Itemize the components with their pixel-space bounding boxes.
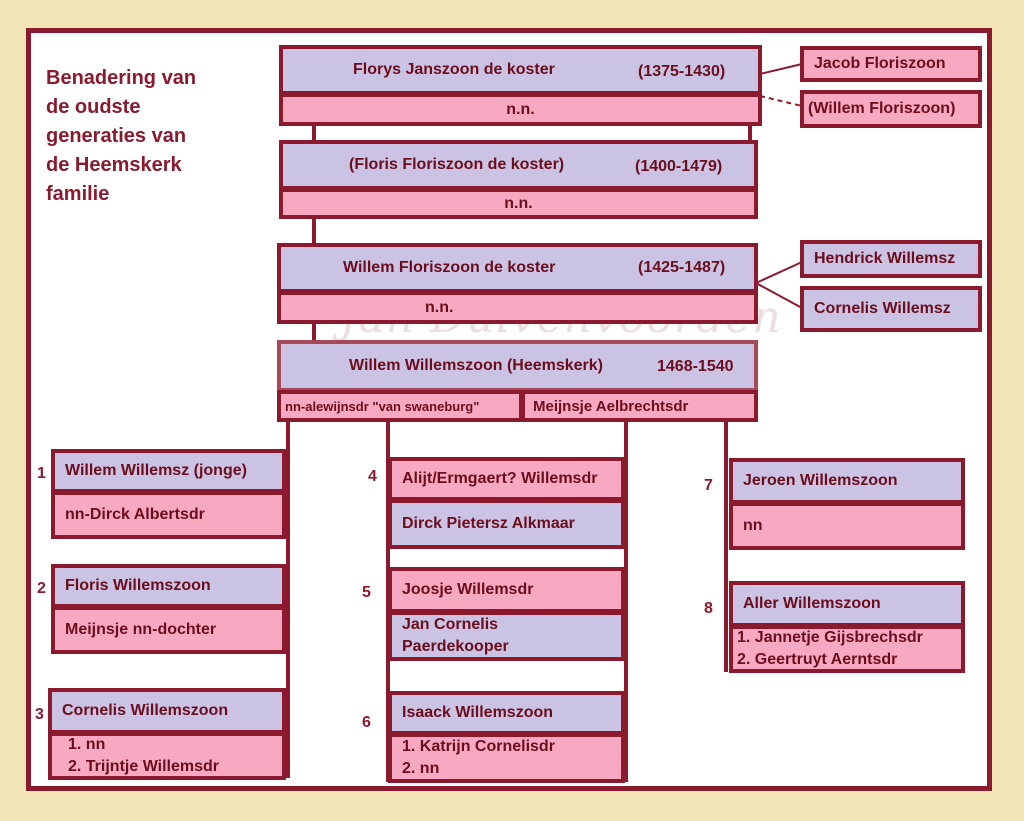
spouse-name: 1. Katrijn Cornelisdr	[402, 738, 555, 755]
child-name: Cornelis Willemszoon	[62, 702, 229, 719]
descendant-line	[724, 420, 728, 672]
child-7-name: Jeroen Willemszoon	[729, 458, 965, 504]
gen1-person: Florys Janszoon de koster (1375-1430)	[279, 45, 762, 95]
child-6-spouse: 1. Katrijn Cornelisdr 2. nn	[388, 733, 625, 783]
child-number: 5	[362, 584, 371, 601]
title-line: generaties van	[46, 125, 187, 147]
gen2-person: (Floris Floriszoon de koster) (1400-1479…	[279, 140, 758, 190]
gen1-spouse: n.n.	[279, 93, 762, 126]
spouse-name: 2. nn	[402, 760, 440, 777]
person-years: 1468-1540	[657, 358, 734, 375]
child-3-spouse: 1. nn 2. Trijntje Willemsdr	[48, 732, 286, 780]
spouse-name: Meijnsje Aelbrechtsdr	[533, 397, 689, 415]
spouse-name: Jan Cornelis	[402, 616, 499, 633]
spouse-name: nn-Dirck Albertsdr	[65, 506, 205, 523]
child-3-name: Cornelis Willemszoon	[48, 688, 286, 734]
child-name: Hendrick Willemsz	[814, 250, 956, 267]
person-name: Willem Willemszoon (Heemskerk)	[349, 357, 604, 374]
spouse-name: Meijnsje nn-dochter	[65, 621, 217, 638]
child-4-spouse: Dirck Pietersz Alkmaar	[388, 499, 625, 549]
spouse-name: nn	[743, 517, 763, 534]
spouse-name: n.n.	[425, 299, 454, 316]
person-name: Florys Janszoon de koster	[353, 61, 555, 78]
descendant-line	[286, 420, 290, 778]
spouse-name: 2. Geertruyt Aerntsdr	[737, 651, 898, 668]
gen4-person: Willem Willemszoon (Heemskerk) 1468-1540	[277, 340, 758, 392]
title-line: Benadering van	[46, 67, 197, 89]
child-number: 3	[35, 706, 44, 723]
gen1-child: (Willem Floriszoon)	[800, 90, 982, 128]
child-name: Jacob Floriszoon	[814, 55, 946, 72]
descendant-line	[624, 420, 628, 782]
spouse-name: 2. Trijntje Willemsdr	[68, 758, 220, 775]
spouse-name: 1. nn	[68, 736, 106, 753]
person-years: (1400-1479)	[635, 158, 723, 175]
child-8-spouse: 1. Jannetje Gijsbrechsdr 2. Geertruyt Ae…	[729, 625, 965, 673]
child-number: 2	[37, 580, 46, 597]
connector	[312, 217, 316, 243]
spouse-name: 1. Jannetje Gijsbrechsdr	[737, 629, 923, 646]
child-name: (Willem Floriszoon)	[808, 100, 956, 117]
child-name: Jeroen Willemszoon	[743, 472, 898, 489]
child-name: Aller Willemszoon	[743, 595, 881, 612]
child-5-name: Joosje Willemsdr	[388, 567, 625, 613]
child-name: Floris Willemszoon	[65, 577, 211, 594]
child-name: Alijt/Ermgaert? Willemsdr	[402, 470, 598, 487]
person-years: (1425-1487)	[638, 259, 726, 276]
child-number: 4	[368, 468, 377, 485]
child-4-name: Alijt/Ermgaert? Willemsdr	[388, 457, 625, 501]
child-number: 7	[704, 477, 713, 494]
connector	[312, 124, 316, 140]
gen1-child: Jacob Floriszoon	[800, 46, 982, 82]
child-2-name: Floris Willemszoon	[51, 564, 286, 608]
gen3-spouse: n.n.	[277, 291, 758, 324]
spouse-name: Dirck Pietersz Alkmaar	[402, 515, 575, 532]
child-name: Willem Willemsz (jonge)	[65, 462, 247, 479]
gen3-child: Cornelis Willemsz	[800, 286, 982, 332]
connector	[748, 124, 752, 140]
diagram-title: Benadering van de oudste generaties van …	[46, 64, 266, 209]
child-5-spouse: Jan Cornelis Paerdekooper	[388, 611, 625, 661]
gen4-spouse-2: Meijnsje Aelbrechtsdr	[521, 390, 758, 422]
child-7-spouse: nn	[729, 502, 965, 550]
child-1-spouse: nn-Dirck Albertsdr	[51, 491, 286, 539]
person-years: (1375-1430)	[638, 63, 726, 80]
title-line: de oudste	[46, 96, 141, 118]
child-number: 6	[362, 714, 371, 731]
gen4-spouse-1: nn-alewijnsdr "van swaneburg"	[277, 390, 523, 422]
child-name: Isaack Willemszoon	[402, 704, 554, 721]
title-line: familie	[46, 183, 110, 205]
child-number: 8	[704, 600, 713, 617]
child-2-spouse: Meijnsje nn-dochter	[51, 606, 286, 654]
connector	[312, 322, 316, 340]
gen3-person: Willem Floriszoon de koster (1425-1487)	[277, 243, 758, 293]
person-name: (Floris Floriszoon de koster)	[349, 156, 565, 173]
child-name: Cornelis Willemsz	[814, 300, 951, 317]
spouse-name: n.n.	[506, 100, 535, 118]
title-line: de Heemskerk	[46, 154, 182, 176]
child-1-name: Willem Willemsz (jonge)	[51, 449, 286, 493]
gen3-child: Hendrick Willemsz	[800, 240, 982, 278]
child-8-name: Aller Willemszoon	[729, 581, 965, 627]
child-6-name: Isaack Willemszoon	[388, 691, 625, 735]
spouse-name: n.n.	[504, 194, 533, 212]
gen2-spouse: n.n.	[279, 188, 758, 219]
spouse-name: Paerdekooper	[402, 638, 509, 655]
person-name: Willem Floriszoon de koster	[343, 259, 556, 276]
child-name: Joosje Willemsdr	[402, 581, 534, 598]
spouse-name: nn-alewijnsdr "van swaneburg"	[285, 398, 480, 414]
child-number: 1	[37, 465, 46, 482]
